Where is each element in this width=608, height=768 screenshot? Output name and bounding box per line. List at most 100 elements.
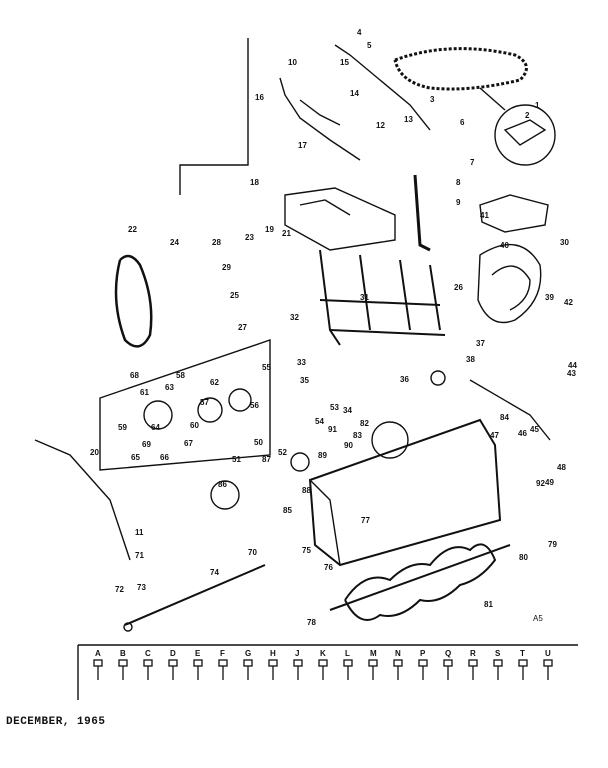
bolt-head bbox=[93, 659, 103, 667]
callout-11: 11 bbox=[135, 528, 144, 537]
chain-link bbox=[503, 119, 547, 146]
callout-22: 22 bbox=[128, 225, 137, 234]
auger bbox=[344, 543, 497, 621]
bolt-head bbox=[468, 659, 478, 667]
callout-30: 30 bbox=[560, 238, 569, 247]
bolt-head bbox=[293, 659, 303, 667]
callout-12: 12 bbox=[376, 121, 385, 130]
hardware-R: R bbox=[468, 649, 478, 680]
callout-57: 57 bbox=[200, 398, 209, 407]
callout-42: 42 bbox=[564, 298, 573, 307]
callout-48: 48 bbox=[557, 463, 566, 472]
callout-29: 29 bbox=[222, 263, 231, 272]
bolt-head bbox=[368, 659, 378, 667]
hardware-F: F bbox=[218, 649, 228, 680]
callout-21: 21 bbox=[282, 229, 291, 238]
callout-37: 37 bbox=[476, 339, 485, 348]
callout-72: 72 bbox=[115, 585, 124, 594]
chute-crank bbox=[34, 439, 131, 561]
callout-55: 55 bbox=[262, 363, 271, 372]
line-art bbox=[34, 38, 578, 700]
hardware-letter-K: K bbox=[320, 649, 326, 658]
hardware-L: L bbox=[343, 649, 353, 680]
callout-53: 53 bbox=[330, 403, 339, 412]
hardware-P: P bbox=[418, 649, 428, 680]
callout-35: 35 bbox=[300, 376, 309, 385]
hardware-letter-J: J bbox=[295, 649, 299, 658]
callout-33: 33 bbox=[297, 358, 306, 367]
callout-38: 38 bbox=[466, 355, 475, 364]
hardware-letter-T: T bbox=[520, 649, 525, 658]
callout-76: 76 bbox=[324, 563, 333, 572]
auger-shaft bbox=[329, 544, 511, 611]
callout-47: 47 bbox=[490, 431, 499, 440]
callout-65: 65 bbox=[131, 453, 140, 462]
shift-lever bbox=[413, 174, 431, 252]
callout-73: 73 bbox=[137, 583, 146, 592]
bolt-head bbox=[168, 659, 178, 667]
hardware-letter-F: F bbox=[220, 649, 225, 658]
belt-guard bbox=[479, 194, 549, 233]
callout-46: 46 bbox=[518, 429, 527, 438]
bolt-head bbox=[493, 659, 503, 667]
plate-slot bbox=[299, 199, 351, 216]
callout-50: 50 bbox=[254, 438, 263, 447]
callout-90: 90 bbox=[344, 441, 353, 450]
callout-82: 82 bbox=[360, 419, 369, 428]
hardware-letter-L: L bbox=[345, 649, 350, 658]
callout-59: 59 bbox=[118, 423, 127, 432]
hardware-A: A bbox=[93, 649, 103, 680]
bolt-head bbox=[268, 659, 278, 667]
bearing-housing bbox=[143, 400, 173, 430]
callout-88: 88 bbox=[302, 486, 311, 495]
callout-20: 20 bbox=[90, 448, 99, 457]
callout-16: 16 bbox=[255, 93, 264, 102]
callout-3: 3 bbox=[430, 95, 435, 104]
hardware-S: S bbox=[493, 649, 503, 680]
hardware-letter-H: H bbox=[270, 649, 276, 658]
sheet-code: A5 bbox=[533, 614, 543, 623]
hardware-letter-A: A bbox=[95, 649, 101, 658]
auger-housing bbox=[308, 418, 502, 567]
drive-chain bbox=[393, 47, 528, 91]
callout-80: 80 bbox=[519, 553, 528, 562]
callout-78: 78 bbox=[307, 618, 316, 627]
hardware-N: N bbox=[393, 649, 403, 680]
callout-13: 13 bbox=[404, 115, 413, 124]
bolt-head bbox=[518, 659, 528, 667]
callout-4: 4 bbox=[357, 28, 362, 37]
callout-91: 91 bbox=[328, 425, 337, 434]
callout-64: 64 bbox=[151, 423, 160, 432]
callout-83: 83 bbox=[353, 431, 362, 440]
bearing bbox=[290, 452, 310, 472]
gear-plate bbox=[228, 388, 252, 412]
callout-79: 79 bbox=[548, 540, 557, 549]
callout-87: 87 bbox=[262, 455, 271, 464]
callout-49: 49 bbox=[545, 478, 554, 487]
callout-58: 58 bbox=[176, 371, 185, 380]
drive-belt bbox=[114, 254, 153, 348]
callout-27: 27 bbox=[238, 323, 247, 332]
callout-10: 10 bbox=[288, 58, 297, 67]
callout-25: 25 bbox=[230, 291, 239, 300]
hardware-B: B bbox=[118, 649, 128, 680]
bolt-head bbox=[418, 659, 428, 667]
callout-28: 28 bbox=[212, 238, 221, 247]
hardware-letter-C: C bbox=[145, 649, 151, 658]
callout-77: 77 bbox=[361, 516, 370, 525]
housing-side bbox=[309, 479, 341, 566]
drive-shaft bbox=[469, 379, 551, 441]
control-rod bbox=[279, 77, 361, 161]
callout-69: 69 bbox=[142, 440, 151, 449]
callout-45: 45 bbox=[530, 425, 539, 434]
hardware-E: E bbox=[193, 649, 203, 680]
callout-51: 51 bbox=[232, 455, 241, 464]
callout-84: 84 bbox=[500, 413, 509, 422]
callout-34: 34 bbox=[343, 406, 352, 415]
rod-end bbox=[123, 622, 133, 632]
hardware-letter-S: S bbox=[495, 649, 501, 658]
hardware-letter-B: B bbox=[120, 649, 126, 658]
callout-92: 92 bbox=[536, 479, 545, 488]
callout-26: 26 bbox=[454, 283, 463, 292]
hardware-D: D bbox=[168, 649, 178, 680]
